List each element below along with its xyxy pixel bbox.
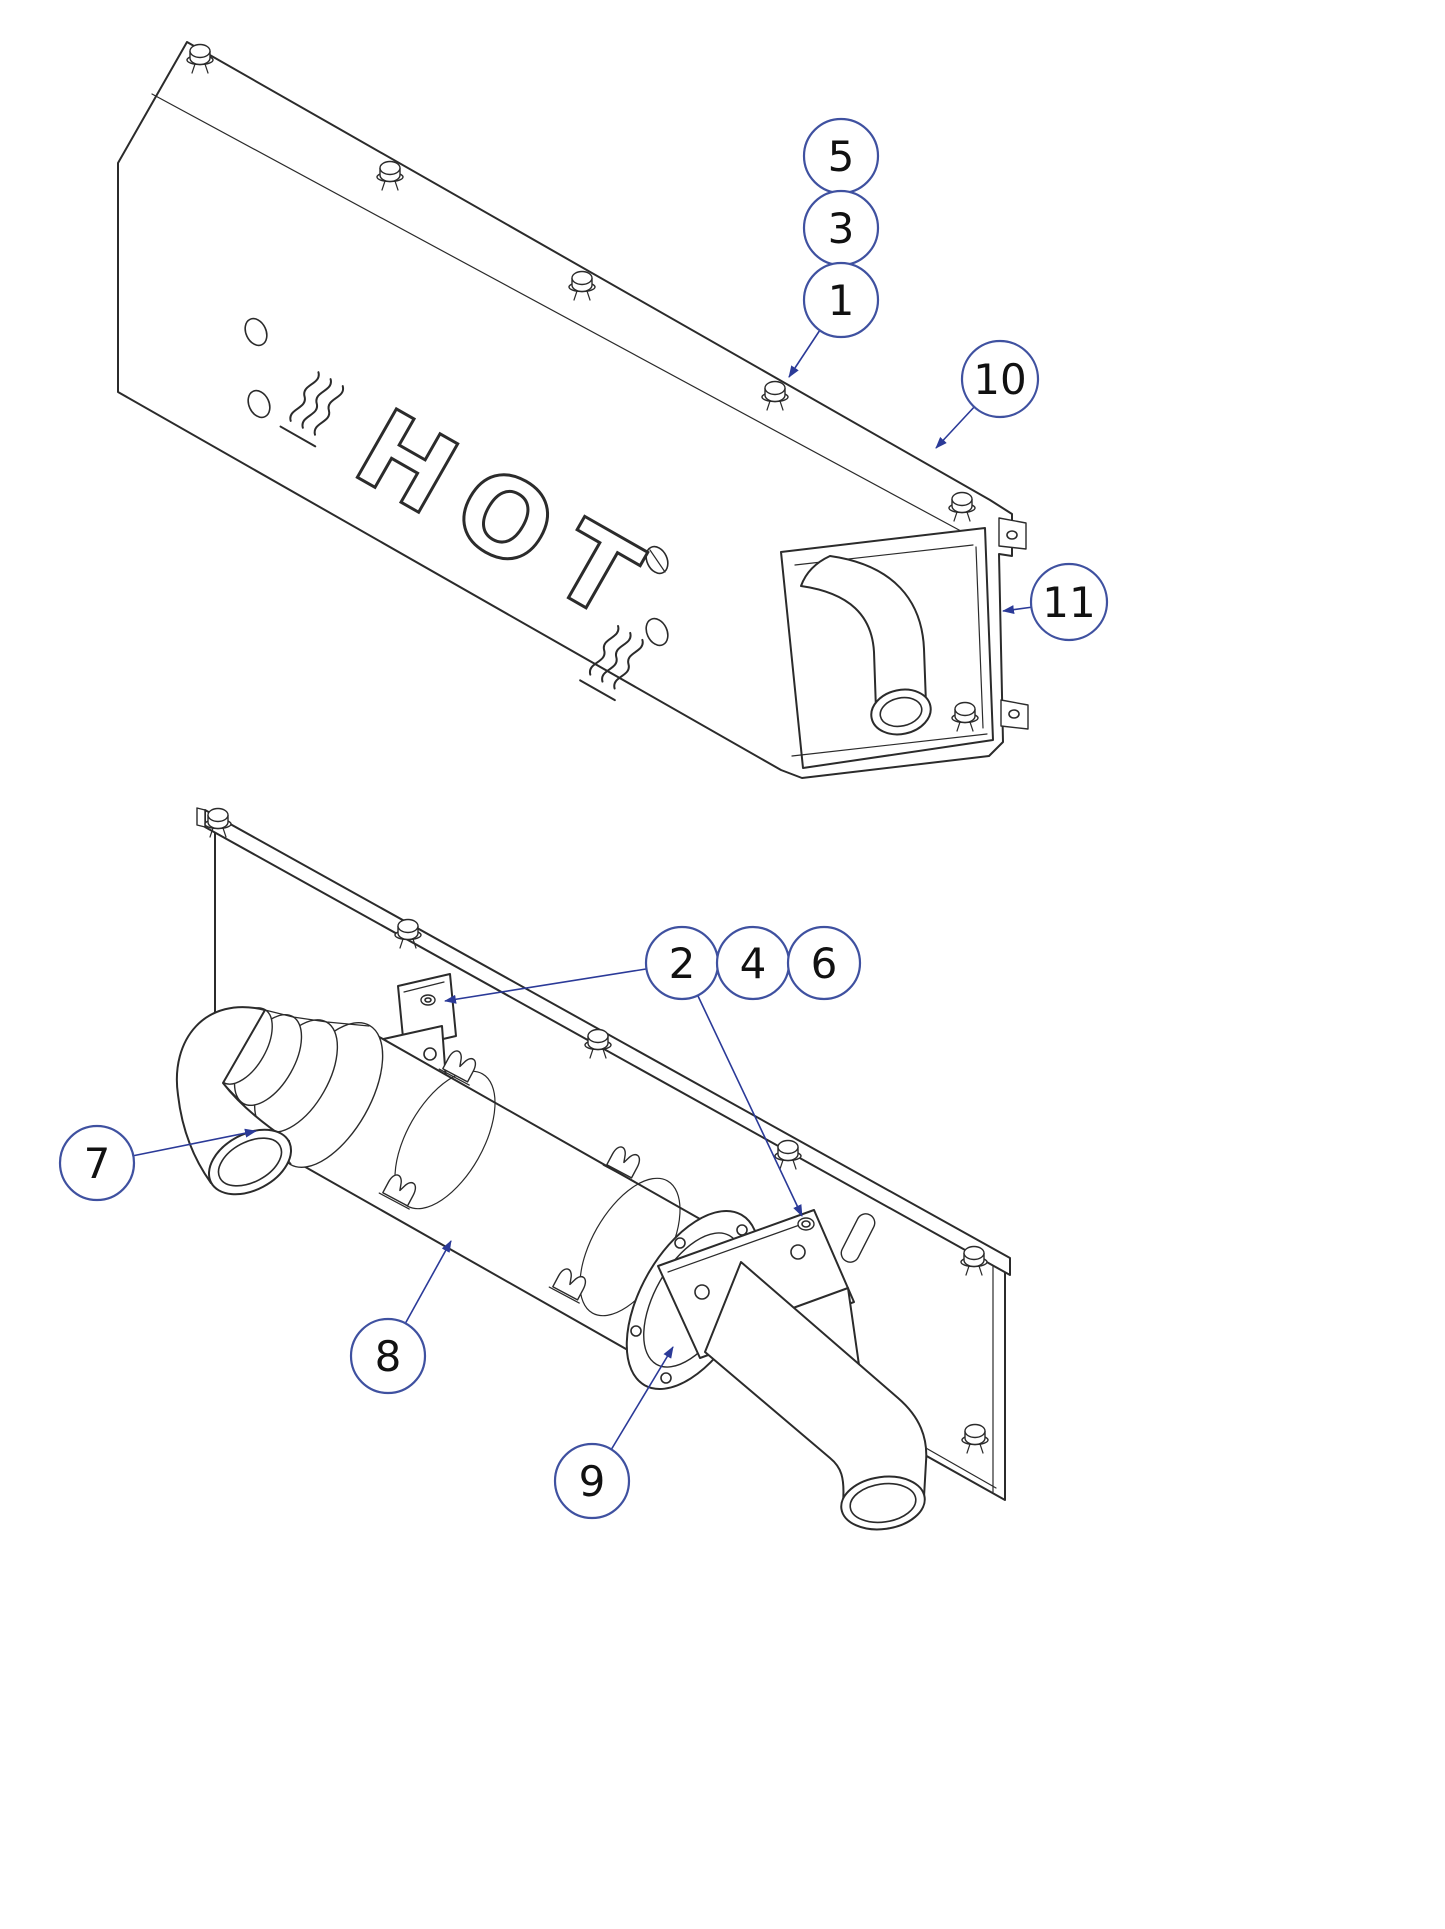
mounting-tab-bottom <box>1000 699 1029 730</box>
exhaust-pipe-elbow <box>800 555 927 711</box>
leader-line-2b <box>697 995 803 1217</box>
heat-wave-icon <box>279 371 344 448</box>
leader-line-10 <box>935 404 977 449</box>
svg-text:7: 7 <box>84 1139 111 1188</box>
callout-10: 10 <box>960 339 1040 419</box>
svg-text:6: 6 <box>811 939 838 988</box>
svg-text:5: 5 <box>828 132 855 181</box>
shield-top-fold-line <box>151 93 973 538</box>
outlet-pipe <box>704 1261 928 1531</box>
svg-text:2: 2 <box>669 939 696 988</box>
callout-4: 4 <box>715 925 791 1001</box>
callout-11: 11 <box>1029 562 1109 642</box>
leader-line-1 <box>788 329 821 378</box>
callout-5: 5 <box>802 117 880 195</box>
leader-line-9 <box>610 1346 674 1451</box>
callout-3: 3 <box>802 189 880 267</box>
svg-text:11: 11 <box>1042 578 1095 627</box>
svg-text:1: 1 <box>828 276 855 325</box>
svg-text:8: 8 <box>375 1332 402 1381</box>
muffler-assembly-drawing <box>175 807 1011 1531</box>
leader-line-8 <box>404 1240 452 1325</box>
leader-line-2a <box>444 968 647 1004</box>
callout-9: 9 <box>553 1442 631 1520</box>
callout-1: 1 <box>802 261 880 339</box>
inlet-elbow <box>175 1006 293 1196</box>
callout-balloons: 5 3 1 10 11 2 4 6 <box>58 117 1109 1520</box>
plate-slot <box>840 1213 876 1263</box>
svg-text:9: 9 <box>579 1457 606 1506</box>
callout-7: 7 <box>58 1124 136 1202</box>
heat-wave-icon <box>579 624 644 702</box>
svg-text:4: 4 <box>740 939 767 988</box>
mounting-tab-top <box>998 517 1027 550</box>
leader-line-11 <box>1002 605 1034 615</box>
shield-end-opening <box>780 527 994 769</box>
svg-text:3: 3 <box>828 204 855 253</box>
leader-lines <box>131 329 1034 1451</box>
heat-shield-drawing: HOT <box>117 41 1029 779</box>
shield-vent-holes <box>244 317 669 647</box>
callout-2: 2 <box>644 925 720 1001</box>
callout-6: 6 <box>786 925 862 1001</box>
callout-8: 8 <box>349 1317 427 1395</box>
svg-text:10: 10 <box>973 355 1026 404</box>
leader-line-7 <box>131 1128 257 1157</box>
